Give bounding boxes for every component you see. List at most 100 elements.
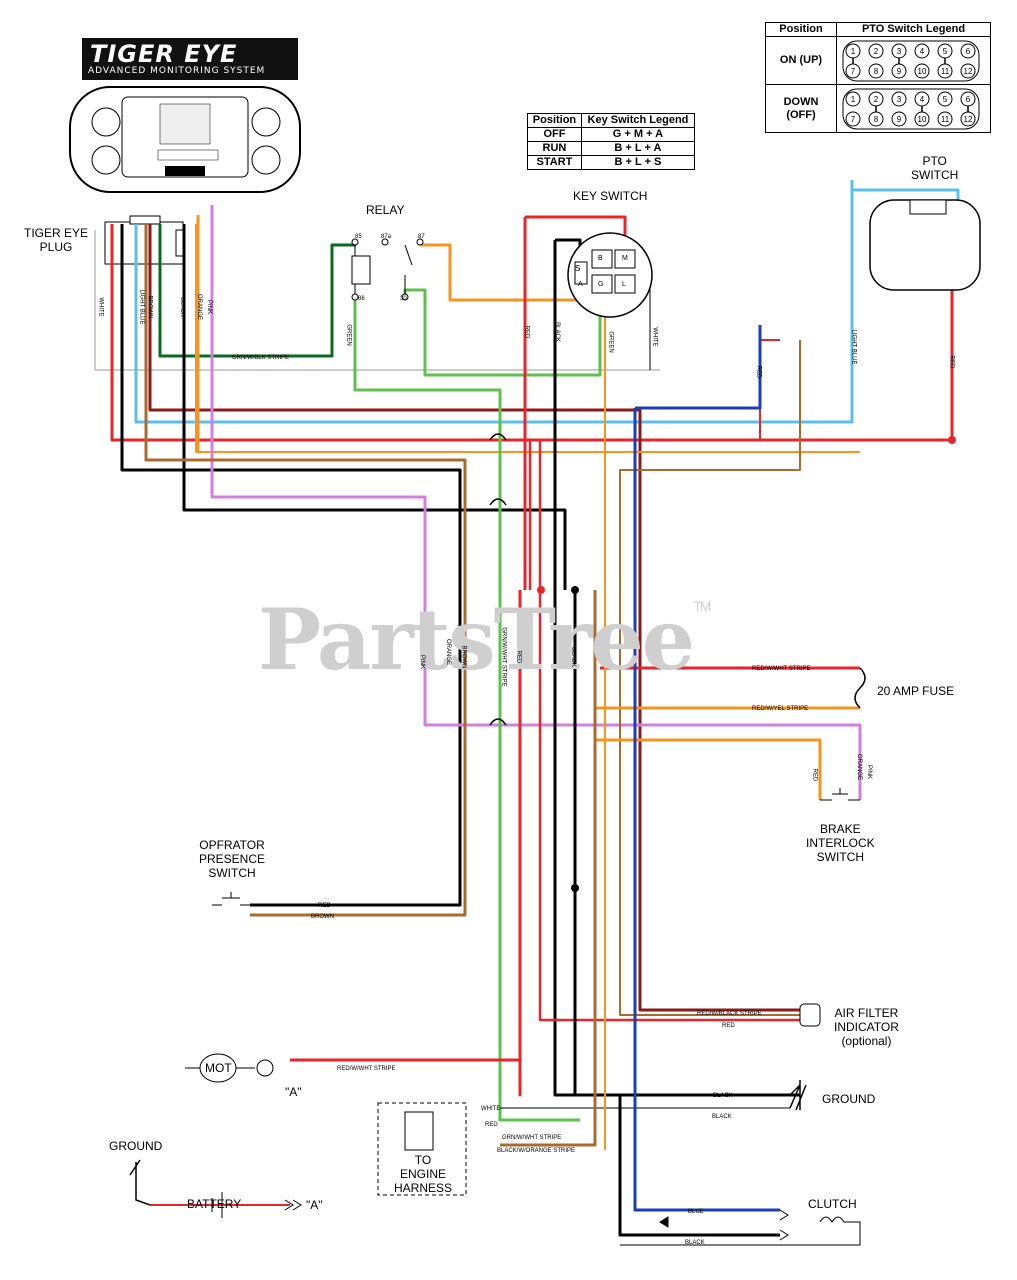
watermark-text: PartsTree [258, 590, 695, 689]
logo-title: TIGER EYE [90, 40, 238, 68]
legend-cell: START [527, 155, 582, 170]
pto-pin [891, 111, 907, 126]
key-pin-label: L [622, 281, 626, 288]
pto-pin [914, 63, 930, 78]
key-pin-label: B [598, 255, 603, 262]
key-pin-label: S [575, 264, 581, 273]
wire-label: BROWN [460, 645, 467, 669]
operator-switch-symbol [212, 892, 250, 906]
pto-pin [914, 43, 930, 58]
wire-label: BLACK [712, 1114, 732, 1120]
wire-label: PINK [206, 299, 213, 315]
wire-label: GRN/W/BLK STRIPE [232, 355, 290, 361]
engine-harness-box [377, 1102, 467, 1196]
pto-pin-number: 1 [851, 47, 856, 56]
pto-legend-row: ON (UP) [765, 36, 837, 85]
wire-label: RED [318, 903, 331, 909]
tiger-eye-logo: TIGER EYE ADVANCED MONITORING SYSTEM [82, 38, 298, 80]
fuse-symbol [854, 667, 866, 709]
relay [351, 238, 424, 301]
legend-cell: B + L + A [580, 141, 696, 156]
wire-label: GREEN [345, 324, 352, 346]
pto-pin-number: 8 [874, 67, 879, 76]
pto-pin-number: 4 [920, 47, 925, 56]
relay-pin-label: 30 [400, 296, 407, 302]
tiger-eye-plug-connector [104, 215, 185, 265]
pto-switch-label: PTO SWITCH [911, 154, 959, 182]
pto-pin-number: 2 [874, 47, 879, 56]
pto-switch [869, 199, 981, 291]
pto-pin [937, 111, 953, 126]
wire-label: BLACK [553, 322, 560, 342]
pto-pin [960, 111, 976, 126]
pto-pin-number: 10 [918, 115, 927, 124]
ref-a-battery-label: "A" [306, 1198, 323, 1212]
watermark: PartsTreeTM [258, 590, 711, 689]
pto-pin [845, 91, 861, 106]
wire-label: LIGHT BLUE [850, 329, 857, 365]
pto-pin-number: 7 [851, 67, 856, 76]
ground-right-label: GROUND [822, 1092, 876, 1106]
wire-label: BLACK/W/ORANGE STRIPE [497, 1148, 576, 1154]
ref-a-label: "A" [285, 1085, 302, 1099]
wire-label: RED [948, 355, 955, 369]
pto-pin [891, 43, 907, 58]
pto-pin-number: 3 [897, 47, 902, 56]
wire-label: BLUE [688, 1209, 704, 1215]
pto-pin [960, 43, 976, 58]
motor-symbol [185, 1053, 274, 1083]
wire-label: RED [755, 365, 762, 379]
pto-pin-number: 11 [941, 115, 950, 124]
relay-pin-label: 87 [418, 234, 425, 240]
pto-legend-header: PTO Switch Legend [836, 22, 991, 37]
relay-pin-label: 86 [358, 296, 365, 302]
key-pin-label: M [622, 255, 628, 262]
pto-pin-number: 10 [918, 67, 927, 76]
logo-subtitle: ADVANCED MONITORING SYSTEM [88, 66, 266, 76]
wire-label: GRN/W/WHT STRIPE [502, 1135, 562, 1141]
key-pin-label: A [578, 281, 583, 288]
wire-label: BLACK [178, 297, 185, 317]
wire-label: RED [485, 1122, 498, 1128]
pto-pin [868, 63, 884, 78]
pto-pin [891, 63, 907, 78]
pto-pin [937, 63, 953, 78]
pto-pin-number: 11 [941, 67, 950, 76]
legend-header: Position [527, 113, 582, 128]
pto-legend-row: DOWN (OFF) [765, 84, 837, 133]
pto-pin-number: 5 [943, 95, 948, 104]
ground-left-symbol [129, 1159, 151, 1206]
pto-pin-number: 12 [964, 115, 973, 124]
pto-pin [937, 43, 953, 58]
pto-pin [868, 111, 884, 126]
air-filter-label: AIR FILTER INDICATOR (optional) [834, 1006, 899, 1048]
wire-label: GREEN [607, 331, 614, 353]
ground-right-symbol [789, 1080, 807, 1111]
legend-header: Key Switch Legend [580, 113, 696, 128]
pto-pin-number: 7 [851, 115, 856, 124]
motor-label: MOT [205, 1061, 232, 1075]
air-filter-connector [799, 1003, 821, 1027]
pto-pin [845, 43, 861, 58]
brake-switch-symbol [820, 788, 860, 801]
relay-label: RELAY [366, 203, 405, 217]
legend-cell: OFF [527, 127, 582, 142]
wire-label: WHITE [481, 1106, 501, 1112]
wire-label: BROWN [311, 914, 334, 920]
pto-pin [914, 91, 930, 106]
wire-label: RED [722, 1023, 735, 1029]
pto-pin [845, 63, 861, 78]
relay-pin-label: 87a [381, 234, 392, 240]
legend-cell: G + M + A [580, 127, 696, 142]
wire-label: RED [523, 325, 530, 339]
wire-label: RED/W/BLACK STRIPE [697, 1011, 762, 1017]
key-switch-label: KEY SWITCH [573, 189, 648, 203]
relay-pin-label: 85 [355, 234, 362, 240]
wire-label: WHITE [97, 297, 104, 317]
wire-label: BLACK [569, 647, 576, 667]
